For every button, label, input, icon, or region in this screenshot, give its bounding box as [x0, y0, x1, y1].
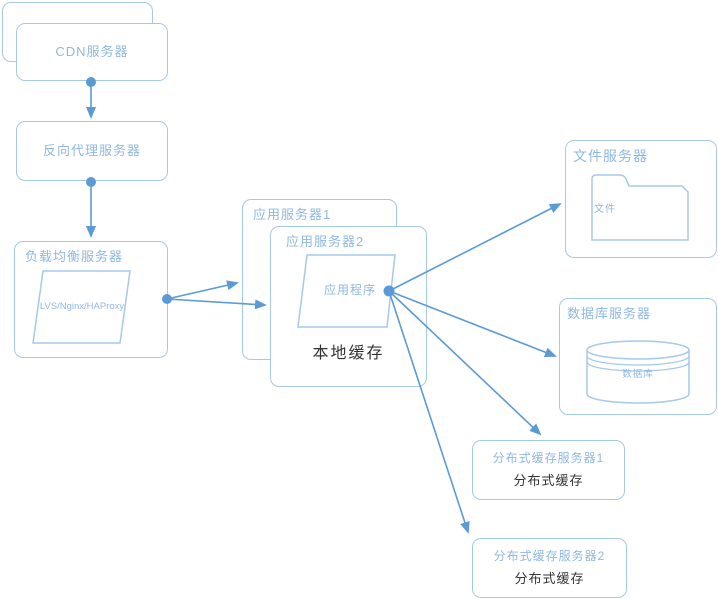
node-app-server-2: 应用服务器2 本地缓存 [270, 226, 427, 387]
node-database-server: 数据库服务器 [559, 298, 717, 415]
node-load-balancer-server: 负载均衡服务器 [14, 241, 168, 358]
node-distributed-cache-server-2: 分布式缓存服务器2 分布式缓存 [472, 538, 627, 598]
node-label: 反向代理服务器 [42, 143, 141, 159]
node-cdn-server: CDN服务器 [16, 23, 168, 81]
node-file-server: 文件服务器 [565, 140, 717, 258]
node-label: 数据库服务器 [567, 306, 652, 321]
node-label: 文件服务器 [573, 148, 648, 164]
distributed-cache-label: 分布式缓存 [514, 570, 585, 586]
node-reverse-proxy-server: 反向代理服务器 [16, 121, 168, 181]
node-label: 应用服务器1 [253, 207, 332, 222]
edge-load-balancer-to-app-server-1 [166, 280, 239, 300]
node-label: 分布式缓存服务器1 [492, 451, 605, 466]
node-label: CDN服务器 [55, 44, 129, 60]
node-label: 分布式缓存服务器2 [493, 549, 606, 564]
node-label: 负载均衡服务器 [25, 249, 124, 264]
node-label: 应用服务器2 [286, 234, 365, 249]
node-distributed-cache-server-1: 分布式缓存服务器1 分布式缓存 [472, 440, 625, 500]
local-cache-label: 本地缓存 [312, 345, 385, 362]
distributed-cache-label: 分布式缓存 [513, 472, 584, 488]
